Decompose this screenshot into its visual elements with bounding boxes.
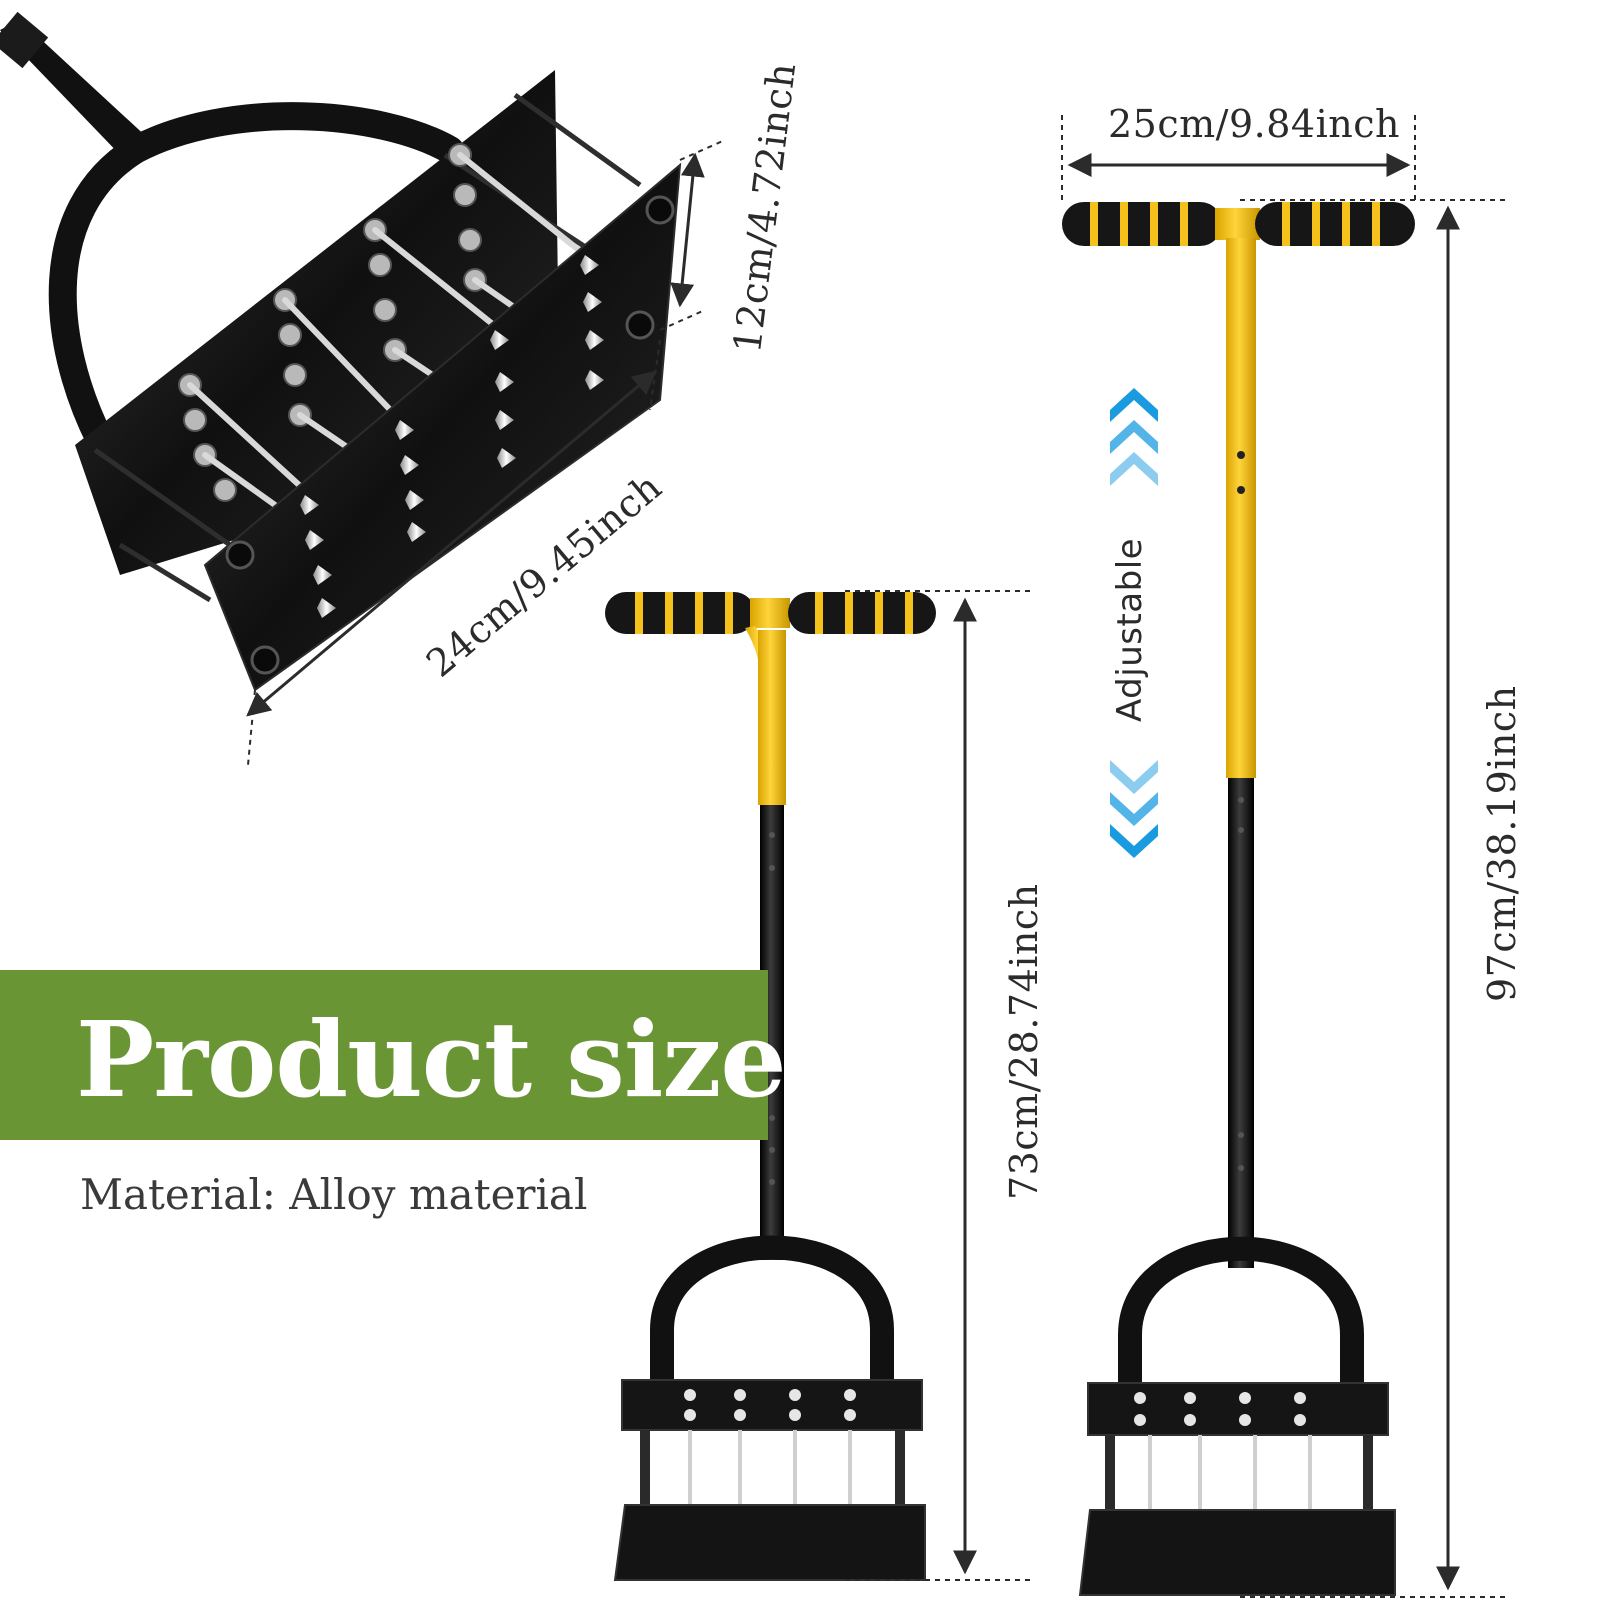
spike-rows: [178, 143, 593, 533]
tall-grip-right: [1255, 202, 1415, 246]
adjust-down-arrows: [1110, 760, 1158, 858]
tall-aerator: [1062, 202, 1415, 1596]
title-banner: [0, 970, 768, 1140]
short-aerator: [605, 592, 936, 1581]
handle-width-label: 25cm/9.84inch: [1108, 102, 1400, 146]
tall-dimension-lines: [1061, 115, 1508, 1598]
tall-grip-left: [1062, 202, 1222, 246]
tall-height-label: 97cm/38.19inch: [1480, 685, 1524, 1002]
page-title: Product size: [76, 998, 787, 1121]
short-grip-right: [788, 592, 936, 634]
head-dimension-lines: [246, 139, 726, 766]
short-height-line: [845, 590, 1035, 1581]
adjustable-label: Adjustable: [1110, 537, 1150, 722]
adjust-up-arrows: [1110, 388, 1158, 486]
short-height-label: 73cm/28.74inch: [1002, 883, 1046, 1200]
short-grip-left: [605, 592, 755, 634]
material-text: Material: Alloy material: [80, 1170, 588, 1219]
aerator-head-detail: [0, 11, 682, 692]
